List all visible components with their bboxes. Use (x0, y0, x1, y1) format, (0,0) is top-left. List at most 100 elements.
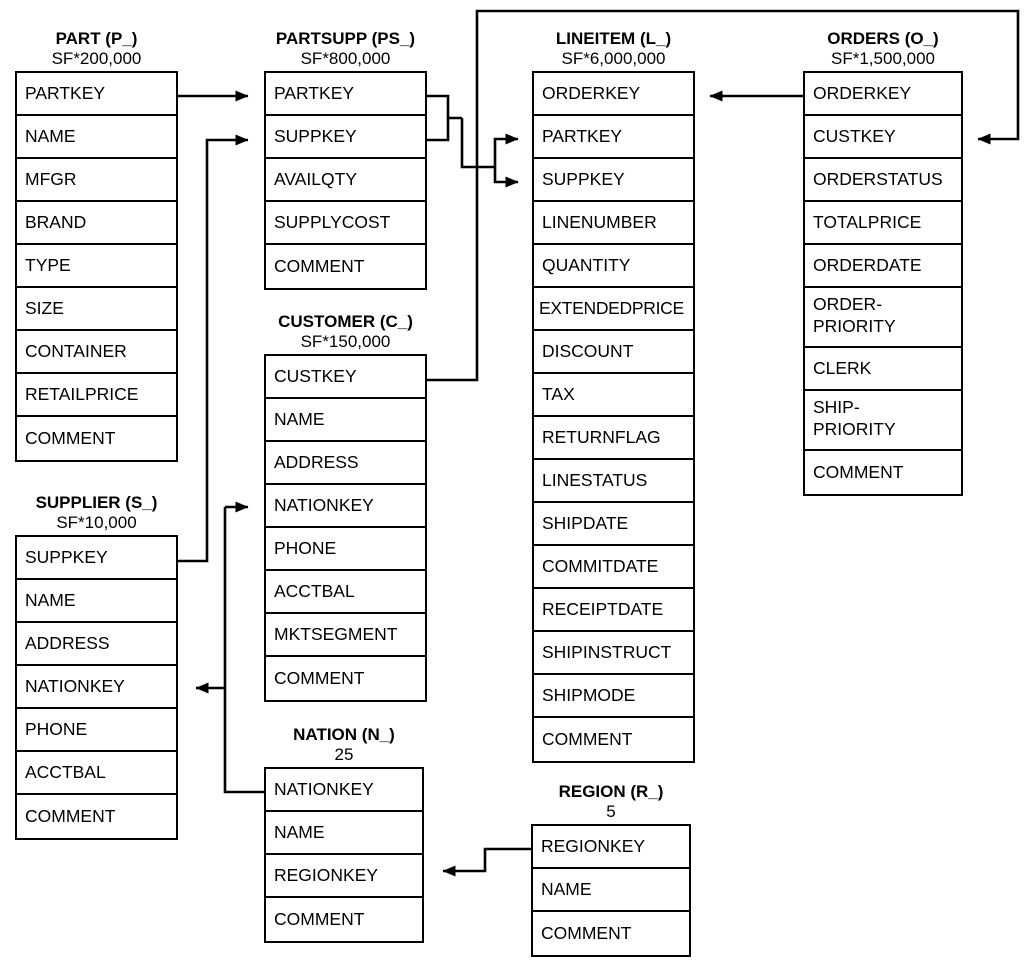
attr-lineitem-comment[interactable]: COMMENT (542, 729, 633, 749)
attr-customer-acctbal[interactable]: ACCTBAL (266, 571, 425, 614)
attr-lineitem-linenumber[interactable]: LINENUMBER (534, 202, 693, 245)
attr-orders-shippriority[interactable]: SHIP- PRIORITY (805, 391, 961, 451)
attr-part-brand[interactable]: BRAND (17, 202, 176, 245)
attr-orders-orderkey[interactable]: ORDERKEY (805, 73, 961, 116)
entity-lineitem-box: ORDERKEY PARTKEY SUPPKEY LINENUMBER QUAN… (532, 71, 695, 763)
entity-lineitem-title: LINEITEM (L_) (555, 29, 672, 48)
attr-partsupp-availqty[interactable]: AVAILQTY (266, 159, 425, 202)
attr-orders-orderpriority[interactable]: ORDER- PRIORITY (805, 288, 961, 348)
entity-part-cardinality: SF*200,000 (51, 49, 142, 68)
entity-supplier-cardinality: SF*10,000 (56, 513, 137, 532)
attr-lineitem-shipdate[interactable]: SHIPDATE (534, 503, 693, 546)
attr-lineitem-linestatus[interactable]: LINESTATUS (534, 460, 693, 503)
entity-customer-title: CUSTOMER (C_) (278, 312, 413, 331)
wire-partsupp-to-lineitem-suppkey (493, 167, 519, 188)
attr-orders-orderpriority-line2: PRIORITY (813, 316, 896, 336)
attr-customer-mktsegment[interactable]: MKTSEGMENT (266, 614, 425, 657)
attr-region-name[interactable]: NAME (533, 869, 689, 912)
entity-part-box: PARTKEY NAME MFGR BRAND TYPE SIZE CONTAI… (15, 71, 178, 462)
attr-region-comment[interactable]: COMMENT (541, 923, 632, 943)
attr-lineitem-partkey[interactable]: PARTKEY (534, 116, 693, 159)
attr-orders-custkey[interactable]: CUSTKEY (805, 116, 961, 159)
attr-lineitem-shipinstruct[interactable]: SHIPINSTRUCT (534, 632, 693, 675)
entity-customer: CUSTOMER (C_) SF*150,000 CUSTKEY NAME AD… (264, 311, 427, 702)
attr-orders-orderpriority-line1: ORDER- (813, 294, 883, 314)
attr-region-regionkey[interactable]: REGIONKEY (533, 826, 689, 869)
attr-lineitem-tax[interactable]: TAX (534, 374, 693, 417)
attr-orders-clerk[interactable]: CLERK (805, 348, 961, 391)
attr-supplier-acctbal[interactable]: ACCTBAL (17, 752, 176, 795)
entity-customer-cardinality: SF*150,000 (300, 332, 391, 351)
entity-nation-cardinality: 25 (334, 745, 354, 764)
attr-supplier-address[interactable]: ADDRESS (17, 623, 176, 666)
attr-part-mfgr[interactable]: MFGR (17, 159, 176, 202)
attr-supplier-comment[interactable]: COMMENT (25, 806, 116, 826)
entity-lineitem-cardinality: SF*6,000,000 (561, 49, 666, 68)
entity-orders-title: ORDERS (O_) (827, 29, 939, 48)
attr-partsupp-partkey[interactable]: PARTKEY (266, 73, 425, 116)
wire-supplier-to-partsupp (178, 134, 249, 563)
entity-partsupp: PARTSUPP (PS_) SF*800,000 PARTKEY SUPPKE… (264, 28, 427, 290)
entity-nation-box: NATIONKEY NAME REGIONKEY COMMENT (264, 767, 424, 943)
attr-part-retailprice[interactable]: RETAILPRICE (17, 374, 176, 417)
attr-nation-nationkey[interactable]: NATIONKEY (266, 769, 422, 812)
entity-lineitem: LINEITEM (L_) SF*6,000,000 ORDERKEY PART… (532, 28, 695, 763)
attr-customer-custkey[interactable]: CUSTKEY (266, 356, 425, 399)
attr-customer-address[interactable]: ADDRESS (266, 442, 425, 485)
entity-region-title: REGION (R_) (558, 782, 664, 801)
attr-nation-name[interactable]: NAME (266, 812, 422, 855)
attr-part-size[interactable]: SIZE (17, 288, 176, 331)
attr-orders-orderdate[interactable]: ORDERDATE (805, 245, 961, 288)
attr-supplier-suppkey[interactable]: SUPPKEY (17, 537, 176, 580)
attr-lineitem-quantity[interactable]: QUANTITY (534, 245, 693, 288)
attr-part-container[interactable]: CONTAINER (17, 331, 176, 374)
entity-supplier-title: SUPPLIER (S_) (35, 493, 158, 512)
entity-supplier: SUPPLIER (S_) SF*10,000 SUPPKEY NAME ADD… (15, 492, 178, 840)
attr-part-partkey[interactable]: PARTKEY (17, 73, 176, 116)
attr-partsupp-comment[interactable]: COMMENT (274, 256, 365, 276)
entity-orders: ORDERS (O_) SF*1,500,000 ORDERKEY CUSTKE… (803, 28, 963, 496)
attr-partsupp-supplycost[interactable]: SUPPLYCOST (266, 202, 425, 245)
attr-lineitem-discount[interactable]: DISCOUNT (534, 331, 693, 374)
entity-orders-box: ORDERKEY CUSTKEY ORDERSTATUS TOTALPRICE … (803, 71, 963, 496)
attr-orders-orderstatus[interactable]: ORDERSTATUS (805, 159, 961, 202)
entity-partsupp-box: PARTKEY SUPPKEY AVAILQTY SUPPLYCOST COMM… (264, 71, 427, 290)
attr-supplier-nationkey[interactable]: NATIONKEY (17, 666, 176, 709)
wire-partsupp-to-lineitem-partkey (493, 133, 519, 167)
attr-lineitem-suppkey[interactable]: SUPPKEY (534, 159, 693, 202)
attr-nation-regionkey[interactable]: REGIONKEY (266, 855, 422, 898)
attr-part-comment[interactable]: COMMENT (25, 428, 116, 448)
entity-partsupp-cardinality: SF*800,000 (300, 49, 391, 68)
entity-region-box: REGIONKEY NAME COMMENT (531, 824, 691, 957)
attr-nation-comment[interactable]: COMMENT (274, 909, 365, 929)
attr-orders-shippriority-line1: SHIP- (813, 397, 860, 417)
attr-lineitem-extendedprice[interactable]: EXTENDEDPRICE (534, 288, 693, 331)
attr-lineitem-orderkey[interactable]: ORDERKEY (534, 73, 693, 116)
entity-region: REGION (R_) 5 REGIONKEY NAME COMMENT (531, 781, 691, 957)
wire-nation-trunk (223, 507, 264, 794)
attr-part-type[interactable]: TYPE (17, 245, 176, 288)
attr-lineitem-commitdate[interactable]: COMMITDATE (534, 546, 693, 589)
wire-partsupp-keys-merge (427, 94, 462, 120)
attr-customer-comment[interactable]: COMMENT (274, 668, 365, 688)
entity-nation-title: NATION (N_) (293, 725, 395, 744)
attr-lineitem-returnflag[interactable]: RETURNFLAG (534, 417, 693, 460)
wire-region-to-nation (442, 847, 531, 877)
entity-customer-box: CUSTKEY NAME ADDRESS NATIONKEY PHONE ACC… (264, 354, 427, 702)
attr-part-name[interactable]: NAME (17, 116, 176, 159)
attr-customer-nationkey[interactable]: NATIONKEY (266, 485, 425, 528)
attr-lineitem-receiptdate[interactable]: RECEIPTDATE (534, 589, 693, 632)
attr-orders-comment[interactable]: COMMENT (813, 462, 904, 482)
attr-supplier-phone[interactable]: PHONE (17, 709, 176, 752)
attr-lineitem-shipmode[interactable]: SHIPMODE (534, 675, 693, 718)
wire-partsupp-to-lineitem-trunk (460, 118, 495, 169)
attr-orders-totalprice[interactable]: TOTALPRICE (805, 202, 961, 245)
attr-customer-phone[interactable]: PHONE (266, 528, 425, 571)
attr-customer-name[interactable]: NAME (266, 399, 425, 442)
attr-partsupp-suppkey[interactable]: SUPPKEY (266, 116, 425, 159)
attr-supplier-name[interactable]: NAME (17, 580, 176, 623)
entity-partsupp-title: PARTSUPP (PS_) (275, 29, 416, 48)
entity-part: PART (P_) SF*200,000 PARTKEY NAME MFGR B… (15, 28, 178, 462)
wire-partsupp-suppkey-merge (427, 118, 450, 142)
